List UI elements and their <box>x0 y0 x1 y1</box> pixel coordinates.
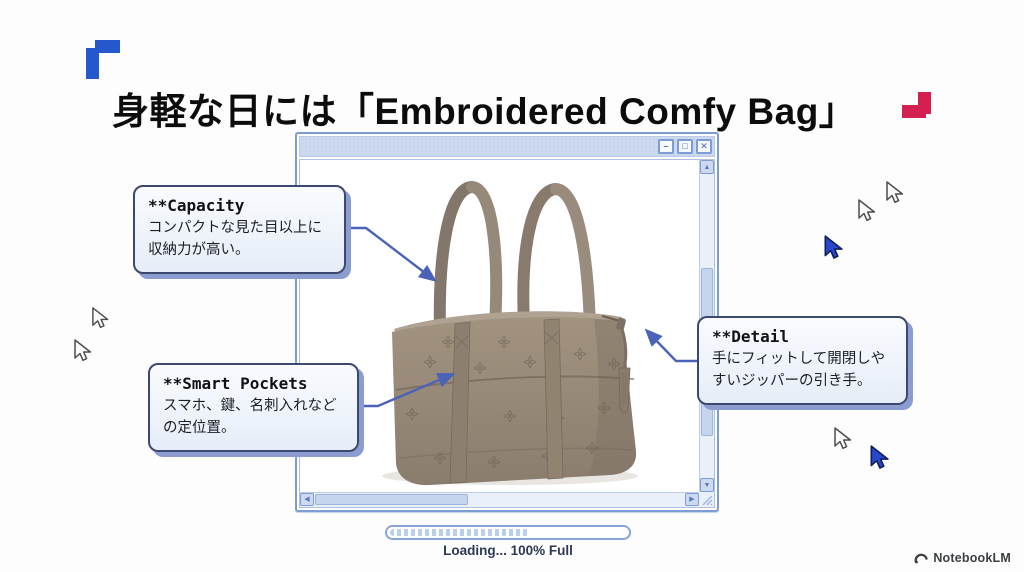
bag-illustration <box>382 181 638 486</box>
scroll-left-icon[interactable]: ◀ <box>300 493 314 506</box>
close-icon[interactable]: ✕ <box>696 139 712 154</box>
product-window: – □ ✕ <box>295 132 719 512</box>
cursor-icon-white-1 <box>886 181 904 204</box>
callout-smart-pockets: **Smart Pockets スマホ、鍵、名刺入れなどの定位置。 <box>148 363 359 452</box>
scroll-up-icon[interactable]: ▲ <box>700 160 714 174</box>
window-titlebar[interactable]: – □ ✕ <box>299 136 715 157</box>
loading-progress-fill <box>390 529 531 536</box>
window-resize-grip[interactable] <box>699 492 714 507</box>
cursor-icon-blue-1 <box>824 235 843 259</box>
horizontal-scrollbar[interactable]: ◀ ▶ <box>300 492 699 507</box>
title-corner-decoration-red <box>902 92 932 122</box>
callout-capacity: **Capacity コンパクトな見た目以上に収納力が高い。 <box>133 185 346 274</box>
callout-capacity-title: **Capacity <box>148 196 245 215</box>
callout-detail-body: 手にフィットして開閉しやすいジッパーの引き手。 <box>712 351 886 389</box>
window-content: ▲ ▼ ◀ ▶ <box>299 159 715 508</box>
minimize-icon[interactable]: – <box>658 139 674 154</box>
cursor-icon-white-5 <box>834 427 852 450</box>
loading-progress-bar <box>385 525 631 540</box>
callout-smart-pockets-body: スマホ、鍵、名刺入れなどの定位置。 <box>163 398 337 436</box>
horizontal-scrollbar-thumb[interactable] <box>315 494 468 505</box>
cursor-icon-white-3 <box>92 307 109 329</box>
cursor-icon-blue-2 <box>870 445 889 469</box>
title-corner-decoration-blue <box>86 40 122 80</box>
loading-label: Loading... 100% Full <box>443 543 573 558</box>
callout-detail: **Detail 手にフィットして開閉しやすいジッパーの引き手。 <box>697 316 908 405</box>
callout-detail-title: **Detail <box>712 327 790 346</box>
scroll-down-icon[interactable]: ▼ <box>700 478 714 492</box>
callout-capacity-body: コンパクトな見た目以上に収納力が高い。 <box>148 220 322 258</box>
notebooklm-watermark: NotebookLM <box>914 551 1011 565</box>
notebooklm-label: NotebookLM <box>933 551 1011 565</box>
maximize-icon[interactable]: □ <box>677 139 693 154</box>
cursor-icon-white-4 <box>74 339 92 362</box>
scroll-right-icon[interactable]: ▶ <box>685 493 699 506</box>
notebooklm-logo-icon <box>914 553 928 564</box>
callout-smart-pockets-title: **Smart Pockets <box>163 374 308 393</box>
cursor-icon-white-2 <box>858 199 876 222</box>
page-title: 身軽な日には「Embroidered Comfy Bag」 <box>112 90 857 132</box>
